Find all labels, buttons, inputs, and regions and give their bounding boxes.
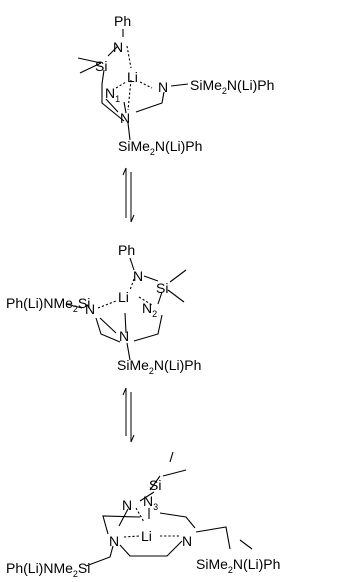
bond [65,303,83,309]
silicon-label: Si [156,280,168,296]
bond [101,69,105,85]
equilibrium-arrow [122,387,135,443]
silylamide-substituent: SiMe2N(Li)Ph [118,138,202,157]
bond [124,312,127,334]
coordination-bond [135,507,145,523]
equilibrium-arrow [122,167,135,223]
bond [119,540,183,557]
silylamide-substituent: SiMe2N(Li)Ph [190,77,274,96]
bond [79,62,102,74]
forward-arrow [122,387,127,436]
nitrogen-label: N [122,497,132,513]
bond [99,317,117,334]
nitrogen-label: N [113,39,123,55]
nitrogen-label: N [109,533,119,549]
bond [169,269,187,283]
reverse-arrow [130,172,135,223]
bond [159,512,196,529]
phenyl-label: Ph [118,242,135,258]
bond [118,508,129,527]
structure-3: Si N N3 Li N N Ph(Li)NMe2Si SiMe2N(Li)Ph [6,451,280,579]
lithium-label: Li [141,528,152,544]
coordination-bond [115,81,127,89]
silylamide-substituent: Ph(Li)NMe2Si [6,560,90,579]
bond [169,451,174,463]
bond [107,45,119,57]
coordination-bond [138,296,153,306]
bond [195,526,231,550]
silicon-label: Si [95,58,107,74]
lithium-label: Li [127,69,138,85]
silylamide-substituent: SiMe2N(Li)Ph [196,556,280,575]
bond [95,317,121,343]
nitrogen-3-label: N3 [143,493,158,512]
nitrogen-label: N [119,328,129,344]
structure-1: Ph N Si Li N1 N N SiMe2N(Li)Ph SiMe2N(Li… [77,13,274,157]
bond [162,469,187,477]
lithium-label: Li [118,289,129,305]
bond [239,539,253,550]
silylamide-substituent: Ph(Li)NMe2Si [6,295,90,314]
bond [135,91,165,113]
bond [126,342,131,361]
bond [133,314,163,342]
nitrogen-label: N [158,79,168,95]
bond [105,98,119,113]
reverse-arrow [130,392,135,443]
forward-arrow [122,167,127,218]
coordination-bond [126,45,132,69]
nitrogen-label: N [120,110,130,126]
nitrogen-2-label: N2 [142,300,157,319]
silylamide-substituent: SiMe2N(Li)Ph [117,357,201,376]
coordination-bond [123,535,141,538]
structure-2: Ph N Si Li N2 N N Ph(Li)NMe2Si SiMe2N(Li… [6,242,201,376]
nitrogen-1-label: N1 [105,85,120,104]
bond [127,122,131,141]
coordination-bond [127,79,132,111]
phenyl-label: Ph [114,13,131,29]
coordination-bond [129,278,135,291]
coordination-bond [139,81,153,89]
nitrogen-label: N [133,268,143,284]
bond [143,275,159,282]
bond [139,491,155,502]
bond [102,515,141,535]
silicon-label: Si [149,477,161,493]
bond [129,257,135,271]
bond [170,83,189,87]
bond [123,101,127,114]
coordination-bond [97,300,117,309]
bond [157,291,163,305]
bond [167,289,185,303]
bond [101,84,125,122]
bond [85,545,114,567]
bond [77,57,102,64]
bond [149,475,161,491]
nitrogen-label: N [182,533,192,549]
nitrogen-label: N [85,301,95,317]
